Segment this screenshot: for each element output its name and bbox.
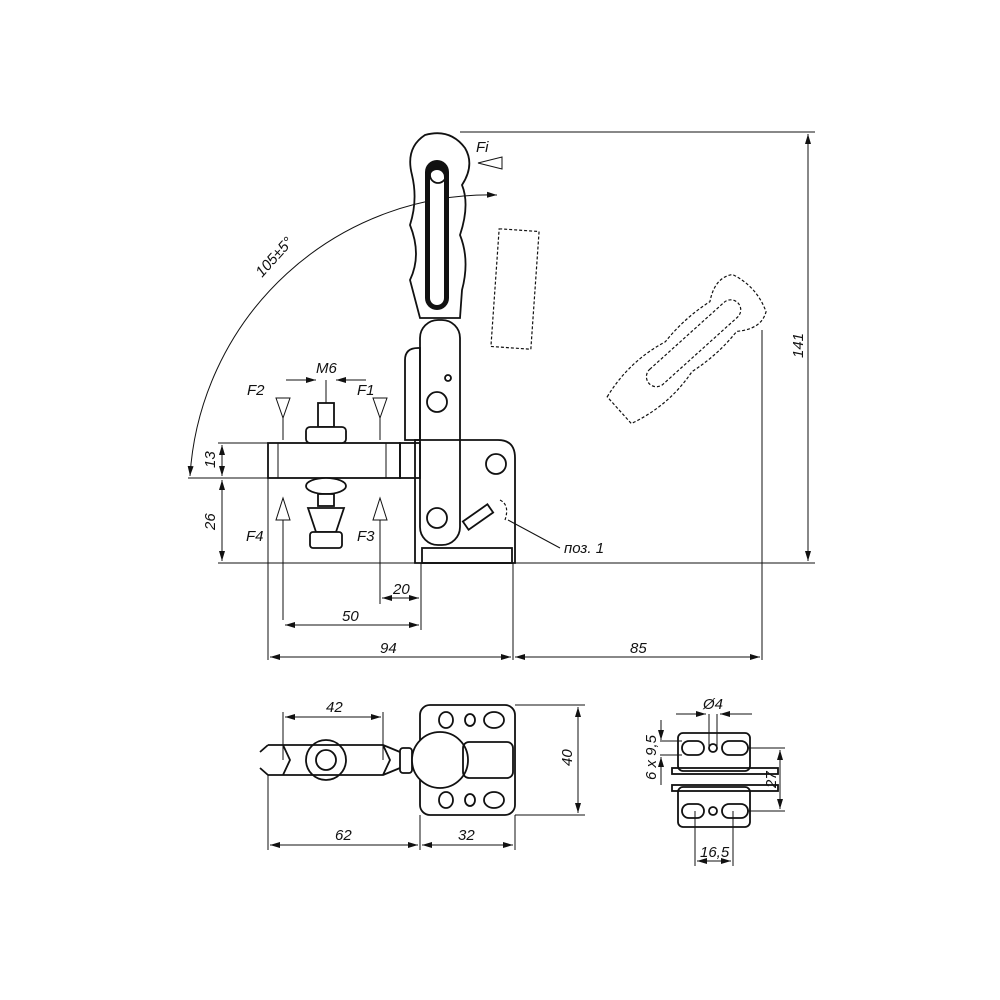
dim-13: 13 bbox=[202, 451, 219, 468]
handle-grip bbox=[409, 132, 471, 319]
label-angle: 105±5° bbox=[252, 234, 296, 281]
dim-27: 27 bbox=[763, 771, 780, 789]
side-view bbox=[187, 131, 815, 660]
dim-20: 20 bbox=[392, 581, 410, 598]
top-view bbox=[259, 704, 585, 850]
spindle-pad bbox=[306, 507, 346, 533]
dim-85: 85 bbox=[630, 640, 647, 657]
label-f4: F4 bbox=[246, 528, 264, 545]
dim-94: 94 bbox=[380, 640, 397, 657]
dim-32: 32 bbox=[458, 827, 475, 844]
handle-open-ghost bbox=[490, 228, 540, 350]
label-pos1: поз. 1 bbox=[564, 540, 604, 557]
dim-slot: 6 x 9,5 bbox=[643, 734, 660, 780]
dim-26: 26 bbox=[202, 513, 219, 531]
pos-1-part bbox=[461, 503, 495, 531]
dim-42: 42 bbox=[326, 699, 343, 716]
dim-16-5: 16,5 bbox=[700, 844, 730, 861]
dim-62: 62 bbox=[335, 827, 352, 844]
dim-141: 141 bbox=[790, 333, 807, 358]
clamp-arm bbox=[267, 442, 401, 479]
label-m6: M6 bbox=[316, 360, 337, 377]
dim-50: 50 bbox=[342, 608, 359, 625]
clamp-body bbox=[414, 439, 516, 564]
label-f3: F3 bbox=[357, 528, 375, 545]
mounting-detail bbox=[658, 711, 785, 866]
handle-open-position bbox=[606, 273, 767, 425]
label-fi: Fi bbox=[476, 139, 489, 156]
handle-link bbox=[419, 319, 461, 546]
dim-hole-diameter: Ø4 bbox=[702, 696, 723, 713]
label-f2: F2 bbox=[247, 382, 265, 399]
nut bbox=[305, 426, 347, 444]
dim-40: 40 bbox=[559, 749, 576, 766]
label-f1: F1 bbox=[357, 382, 375, 399]
